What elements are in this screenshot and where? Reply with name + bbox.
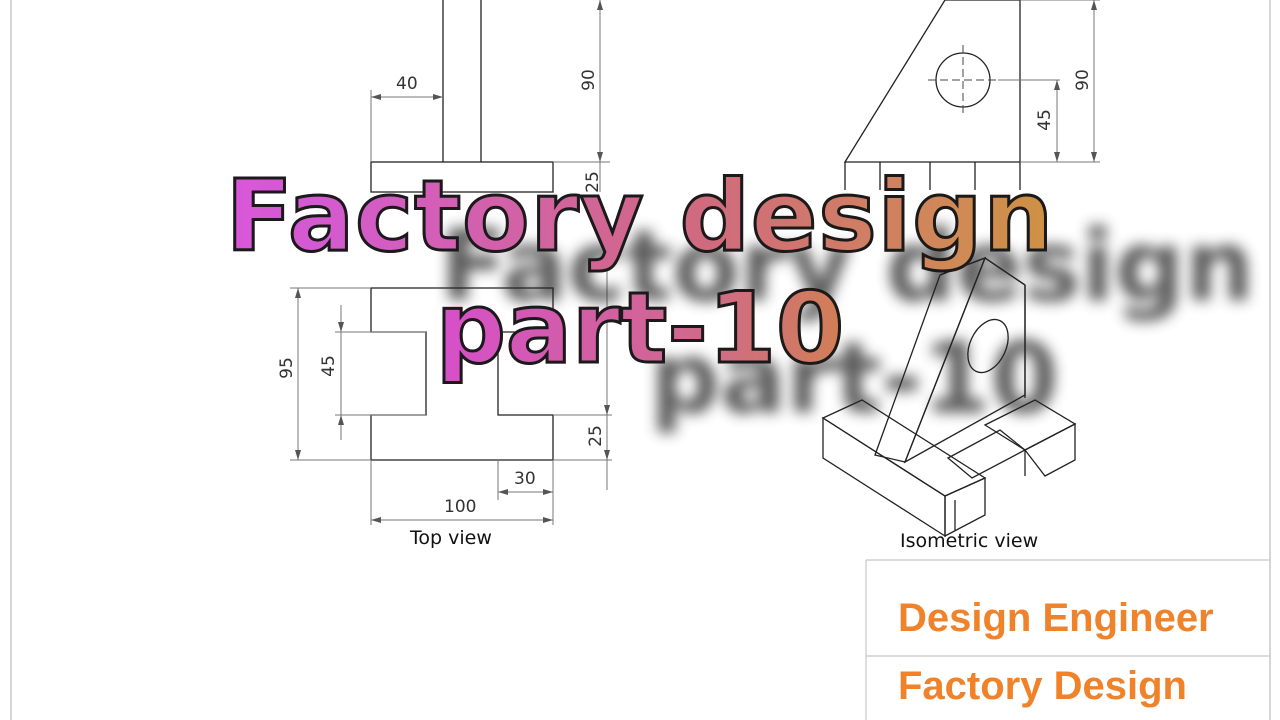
title-block (865, 559, 1270, 720)
front-view (370, 0, 610, 193)
title-block-project: Factory Design (898, 664, 1187, 708)
dim-100: 100 (444, 497, 477, 517)
dim-90-front: 90 (578, 69, 599, 91)
isometric-view-label: Isometric view (900, 530, 1039, 552)
dim-30: 30 (514, 469, 536, 489)
title-shadow-line1: Factory design (440, 210, 1254, 324)
dim-25-top: 25 (585, 425, 606, 447)
top-view-label: Top view (410, 527, 492, 549)
video-title-line2: part-10 (0, 271, 1280, 388)
top-view (290, 260, 612, 525)
video-title-line1: Factory design (0, 159, 1280, 276)
title-shadow-line2: part-10 (650, 322, 1059, 436)
dim-90-side: 90 (1072, 69, 1093, 91)
title-block-designer: Design Engineer (898, 596, 1214, 640)
side-view (843, 0, 1100, 190)
dim-40: 40 (396, 74, 418, 94)
iso-bolt-hole (967, 318, 1009, 374)
isometric-view (821, 256, 1077, 538)
dim-45-side: 45 (1034, 109, 1055, 131)
